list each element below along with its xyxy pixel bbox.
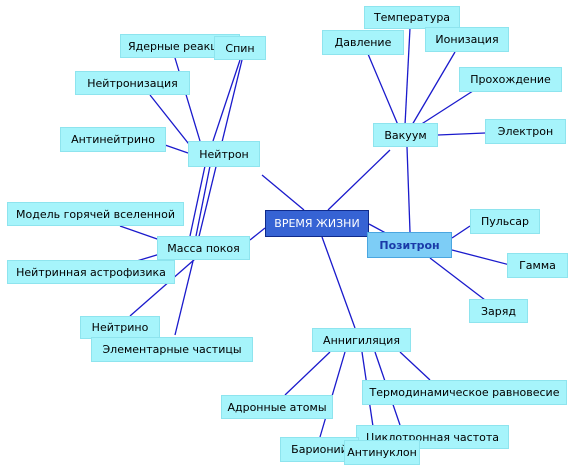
link-neutron-neutrino: [189, 165, 206, 237]
node-antinucleon[interactable]: Антинуклон: [344, 440, 420, 465]
link-positron-gamma: [451, 249, 511, 266]
node-ionization[interactable]: Ионизация: [425, 27, 509, 52]
node-hadron-atoms[interactable]: Адронные атомы: [221, 395, 333, 419]
node-positron[interactable]: Позитрон: [367, 232, 452, 258]
link-vacuum-pressure: [367, 53, 399, 126]
node-neutron[interactable]: Нейтрон: [188, 141, 260, 167]
link-neutron-spin: [212, 59, 241, 142]
link-vacuum-ionization: [411, 51, 456, 126]
link-spin-elementary: [174, 59, 243, 336]
node-vacuum[interactable]: Вакуум: [373, 123, 438, 147]
node-charge[interactable]: Заряд: [469, 299, 528, 323]
link-vacuum-temperature: [404, 27, 411, 126]
link-neutron-rest-mass: [195, 165, 211, 237]
node-temperature[interactable]: Температура: [364, 6, 460, 29]
link-center-neutron: [261, 174, 305, 211]
link-center-vacuum: [327, 149, 391, 211]
node-spin[interactable]: Спин: [214, 36, 266, 60]
link-rest-mass-neutrino: [129, 258, 196, 317]
node-neutronization[interactable]: Нейтронизация: [75, 71, 190, 95]
node-rest-mass[interactable]: Масса покоя: [157, 236, 250, 260]
link-positron-pulsar: [451, 225, 471, 239]
node-elementary-particles[interactable]: Элементарные частицы: [91, 337, 253, 362]
node-neutrino[interactable]: Нейтрино: [80, 316, 160, 339]
node-passage[interactable]: Прохождение: [459, 67, 562, 92]
node-pressure[interactable]: Давление: [322, 30, 404, 55]
node-pulsar[interactable]: Пульсар: [470, 209, 540, 234]
node-gamma[interactable]: Гамма: [507, 253, 568, 278]
link-rest-mass-hot-universe: [119, 225, 161, 241]
link-center-annihilation: [321, 236, 356, 329]
link-annihilation-hadron: [284, 351, 331, 396]
link-annihilation-baryonium: [319, 351, 346, 438]
link-neutron-neutronization: [149, 94, 193, 149]
link-annihilation-thermo: [399, 351, 431, 381]
node-annihilation[interactable]: Аннигиляция: [312, 328, 411, 352]
node-electron[interactable]: Электрон: [485, 119, 566, 144]
link-center-rest-mass: [249, 227, 266, 241]
node-antineutrino[interactable]: Антинейтрино: [60, 127, 166, 152]
link-vacuum-electron: [437, 132, 486, 136]
node-thermodynamic-equilibrium[interactable]: Термодинамическое равновесие: [362, 380, 567, 405]
link-vacuum-positron: [406, 146, 411, 233]
node-hot-universe-model[interactable]: Модель горячей вселенной: [7, 202, 184, 226]
node-center[interactable]: ВРЕМЯ ЖИЗНИ: [265, 210, 369, 237]
link-neutron-antineutrino: [164, 144, 189, 154]
node-neutrino-astrophysics[interactable]: Нейтринная астрофизика: [7, 260, 175, 284]
link-positron-charge: [429, 257, 486, 301]
